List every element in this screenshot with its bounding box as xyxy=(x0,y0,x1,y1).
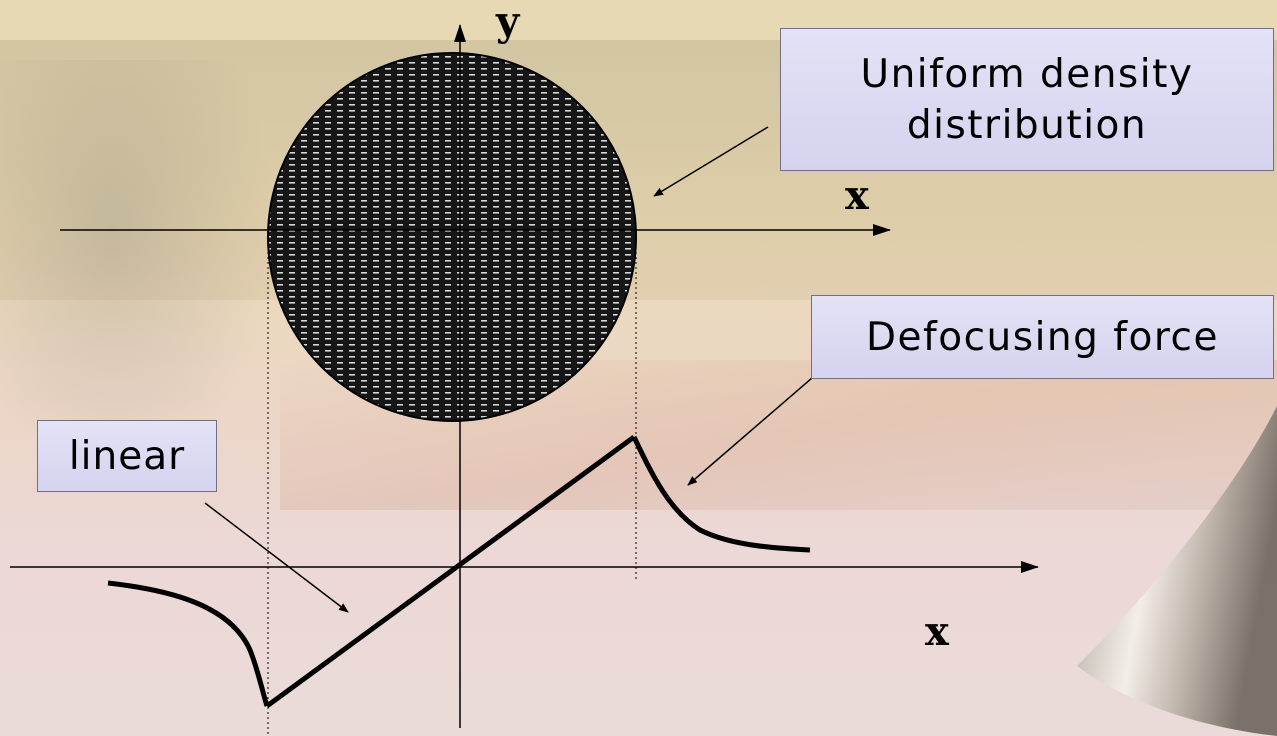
uniform-density-line2: distribution xyxy=(907,100,1147,151)
x-axis-top-label: x xyxy=(845,176,869,216)
linear-callout: linear xyxy=(37,420,217,492)
defocusing-force-text: Defocusing force xyxy=(866,315,1219,360)
beam-cross-section xyxy=(268,53,636,421)
y-axis-label: y xyxy=(496,2,519,42)
force-curve-right xyxy=(634,437,810,550)
arrow-linear-callout xyxy=(205,503,348,612)
force-curve-left xyxy=(108,583,267,706)
force-curve-linear xyxy=(267,437,634,706)
arrow-defocus-callout xyxy=(688,378,812,485)
uniform-density-callout: Uniform density distribution xyxy=(780,28,1274,171)
linear-text: linear xyxy=(69,434,185,479)
uniform-density-line1: Uniform density xyxy=(861,49,1194,100)
x-axis-bottom-label: x xyxy=(925,612,949,652)
arrow-uniform-callout xyxy=(654,127,768,196)
defocusing-force-callout: Defocusing force xyxy=(811,295,1274,379)
